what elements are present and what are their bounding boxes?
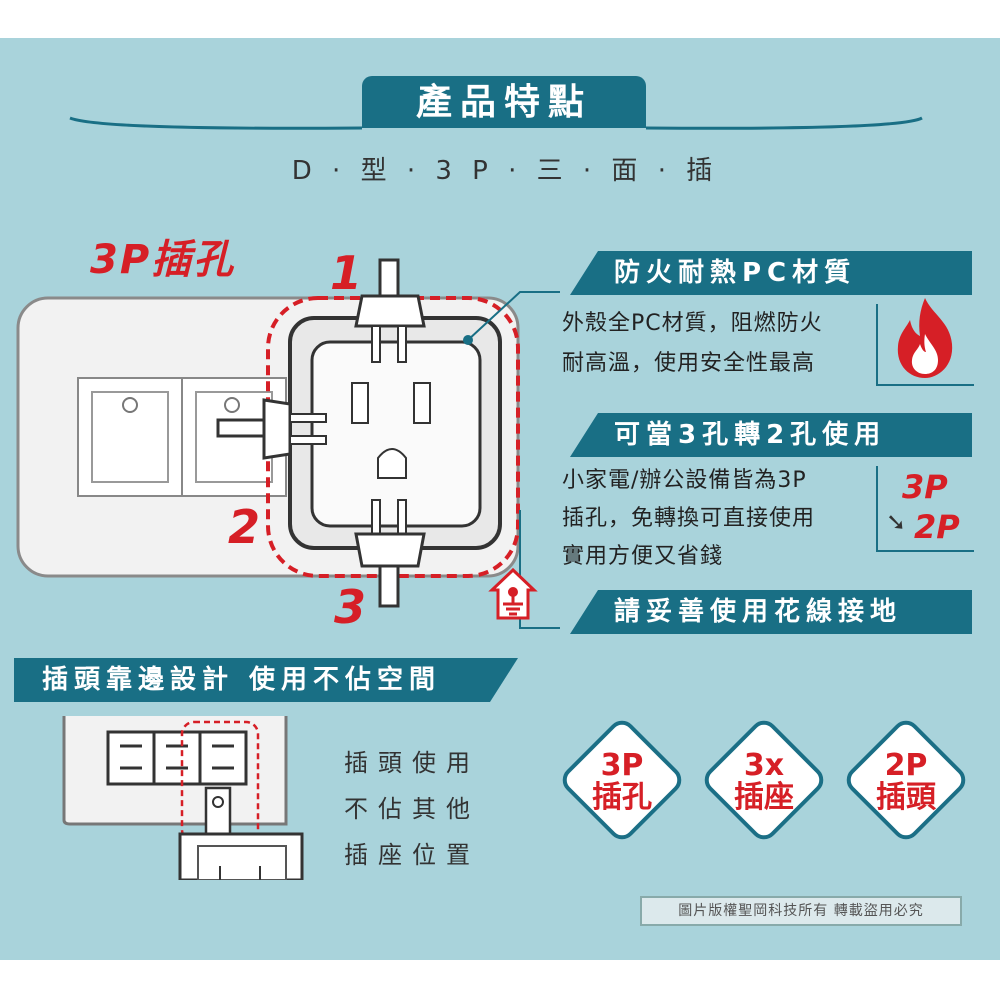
badge-1: 3P 插孔 [572,750,672,814]
feature-2-line-1: 小家電/辦公設備皆為3P [562,468,807,493]
side-section-desc: 插頭使用 不佔其他 插座位置 [344,740,480,878]
label-1: 1 [330,246,363,300]
side-line-2: 不佔其他 [344,795,480,823]
fire-icon [897,298,953,378]
feature-1-line-1: 外殼全PC材質，阻燃防火 [562,311,823,336]
badge-3-line-2: 插頭 [876,780,936,815]
feature-2-title: 可當3孔轉2孔使用 [570,413,972,457]
feature-2-line-3: 實用方便又省錢 [562,544,724,569]
feature-3-title: 請妥善使用花線接地 [570,590,972,634]
side-plug-diagram [62,716,304,880]
badge-2-line-1: 3x [743,748,785,783]
feature-2-line-2: 插孔，免轉換可直接使用 [562,506,816,531]
badge-2: 3x 插座 [714,750,814,814]
socket-diagram [16,258,560,629]
copyright-notice: 圖片版權聖岡科技所有 轉載盜用必究 [640,896,962,926]
page-title: 產品特點 [362,76,646,128]
label-3: 3 [334,580,367,634]
badge-2-line-2: 插座 [734,780,794,815]
ground-icon [488,567,538,620]
side-section-title: 插頭靠邊設計 使用不佔空間 [14,658,518,702]
subtitle: D · 型 · 3 P · 三 · 面 · 插 [291,156,719,186]
feature-1-title: 防火耐熱PC材質 [570,251,972,295]
3p-to-2p-icon: 3P ➘ 2P [876,466,974,552]
badge-1-line-1: 3P [600,748,644,783]
icon-3p-label: 3P [902,468,948,506]
side-line-1: 插頭使用 [344,749,480,777]
feature-1-desc: 外殼全PC材質，阻燃防火 耐高溫，使用安全性最高 [562,304,823,384]
icon-2p-label: 2P [914,508,960,546]
feature-1-icon-frame [876,304,974,386]
feature-1-line-2: 耐高溫，使用安全性最高 [562,351,816,376]
badge-1-line-2: 插孔 [592,780,652,815]
badge-3-line-1: 2P [884,748,928,783]
feature-2-desc: 小家電/辦公設備皆為3P 插孔，免轉換可直接使用 實用方便又省錢 [562,462,815,576]
side-line-3: 插座位置 [344,841,480,869]
arrow-icon: ➘ [886,508,907,536]
label-2: 2 [228,500,261,554]
diagram-heading: 3P插孔 [90,237,236,283]
badge-3: 2P 插頭 [856,750,956,814]
